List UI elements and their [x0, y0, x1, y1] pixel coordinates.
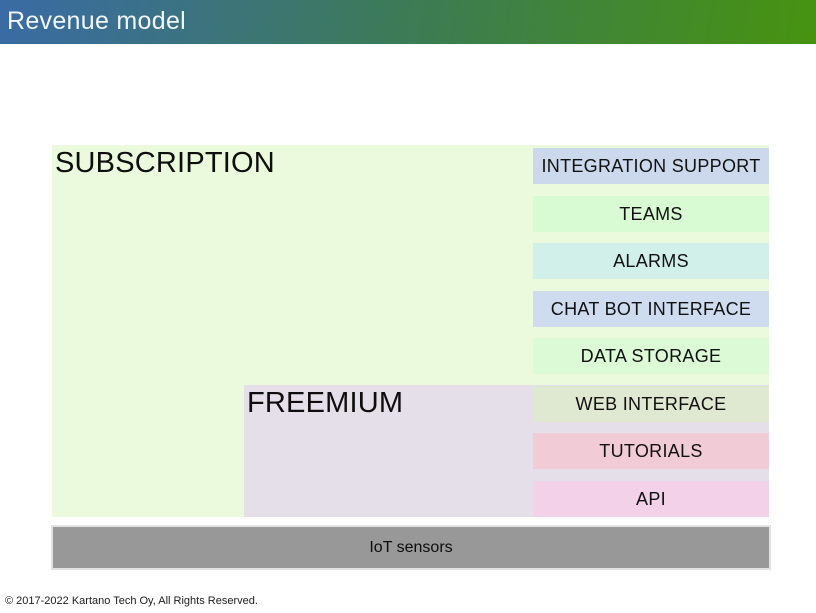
tier-freemium-label: FREEMIUM [247, 387, 404, 419]
feature-teams: TEAMS [533, 196, 769, 232]
feature-alarms: ALARMS [533, 243, 769, 279]
iot-sensors-bar: IoT sensors [51, 525, 771, 570]
feature-label: TUTORIALS [599, 440, 703, 461]
copyright-text: © 2017-2022 Kartano Tech Oy, All Rights … [5, 595, 258, 607]
feature-label: CHAT BOT INTERFACE [550, 298, 752, 319]
feature-label: API [636, 488, 666, 509]
feature-data-storage: DATA STORAGE [533, 338, 769, 374]
tier-subscription-label: SUBSCRIPTION [55, 147, 275, 179]
feature-label: ALARMS [613, 250, 689, 271]
feature-chat-bot-interface: CHAT BOT INTERFACE [533, 291, 769, 327]
feature-label: TEAMS [619, 203, 683, 224]
feature-api: API [533, 481, 769, 517]
feature-web-interface: WEB INTERFACE [533, 386, 769, 422]
feature-integration-support: INTEGRATION SUPPORT [533, 148, 769, 184]
slide-title-bar: Revenue model [0, 0, 816, 44]
feature-label: DATA STORAGE [580, 345, 722, 366]
iot-sensors-label: IoT sensors [369, 538, 453, 556]
feature-label: INTEGRATION SUPPORT [541, 155, 761, 176]
feature-tutorials: TUTORIALS [533, 433, 769, 469]
page-title: Revenue model [7, 6, 187, 35]
feature-label: WEB INTERFACE [575, 393, 727, 414]
